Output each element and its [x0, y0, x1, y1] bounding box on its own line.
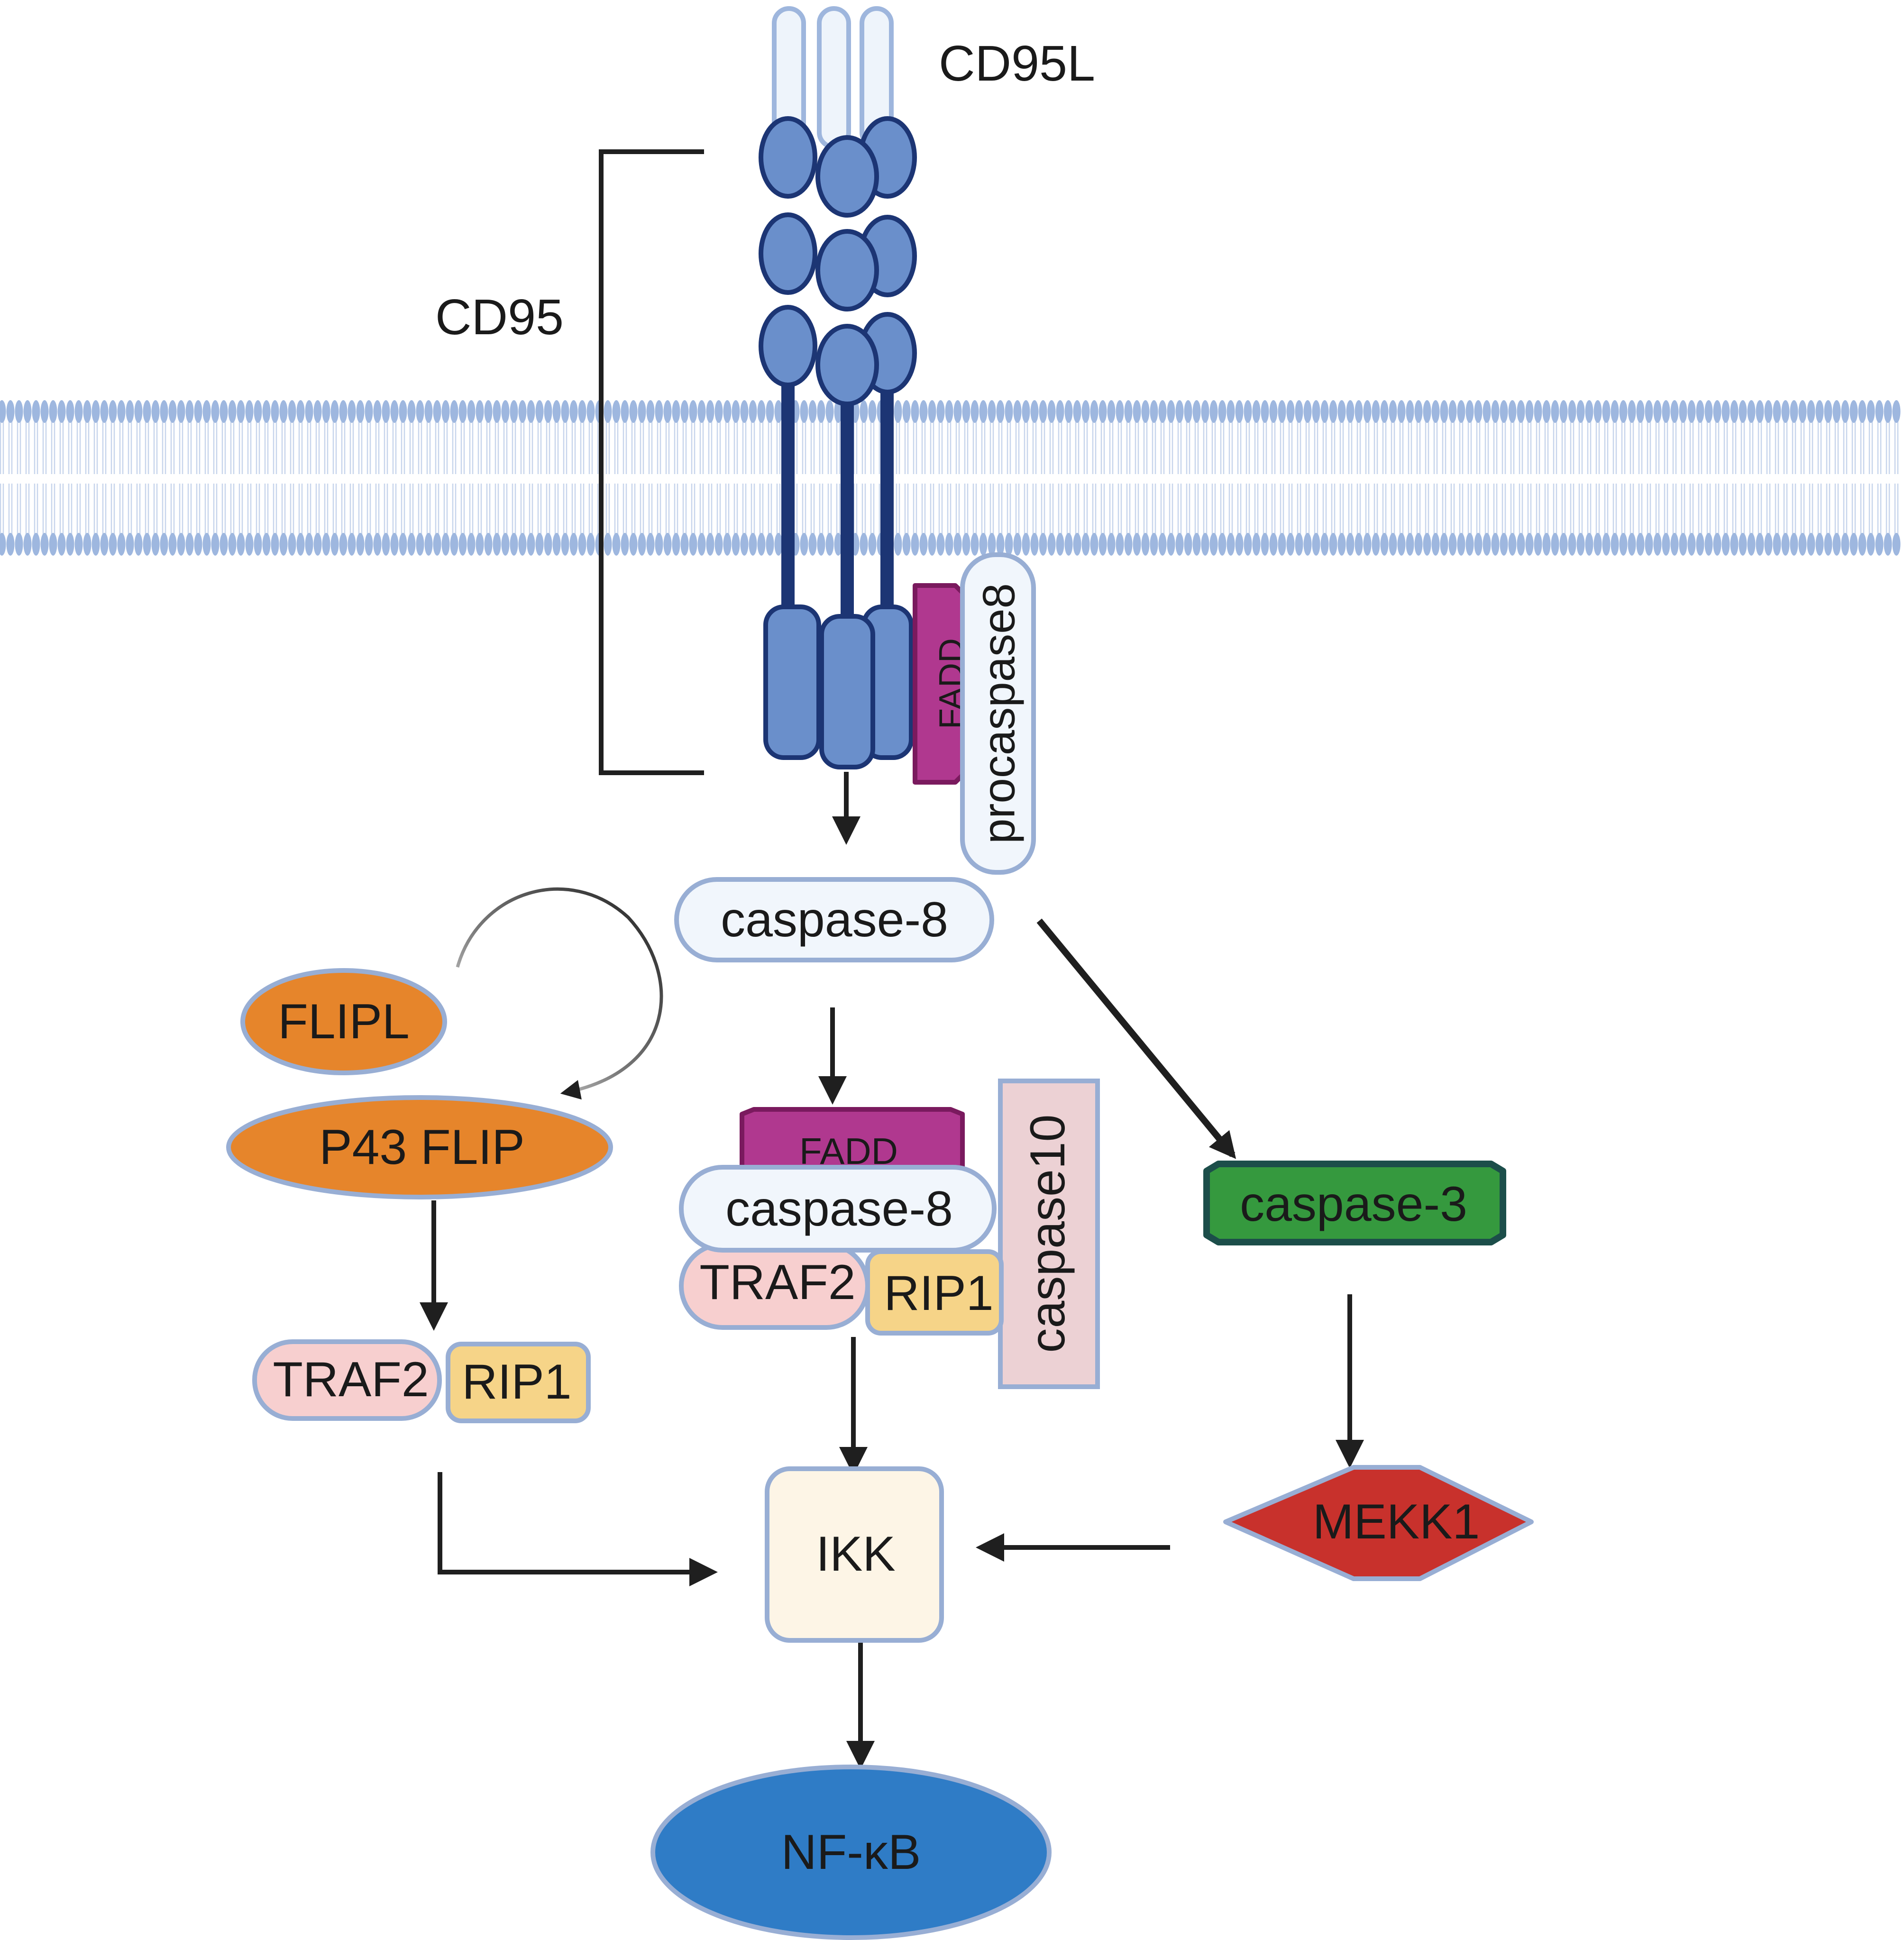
traf2-left-label: TRAF2: [273, 1352, 429, 1407]
rip1-complex: RIP1: [865, 1249, 1004, 1336]
cd95-receptor: CD95L FADD: [759, 6, 1095, 875]
caspase8-node: caspase-8: [674, 877, 994, 962]
caspase10-node: caspase10: [998, 1079, 1100, 1389]
svg-text:FLIPL: FLIPL: [278, 994, 409, 1049]
p43flip-node: P43 FLIP: [226, 1095, 613, 1199]
caspase8-complex: caspase-8: [679, 1165, 997, 1253]
svg-text:caspase-8: caspase-8: [725, 1181, 953, 1236]
traf2-rip1-left: TRAF2 RIP1: [252, 1339, 591, 1423]
svg-text:TRAF2: TRAF2: [699, 1255, 855, 1310]
caspase3-node: caspase-3: [1203, 1161, 1506, 1245]
svg-text:RIP1: RIP1: [884, 1266, 993, 1321]
arrow-flipl-cleavage-curve: [456, 887, 663, 1100]
extracellular-domains: [759, 116, 917, 406]
svg-text:NF-κB: NF-κB: [781, 1825, 921, 1880]
cd95l-label: CD95L: [939, 36, 1095, 92]
death-domains: [763, 604, 914, 769]
svg-text:IKK: IKK: [816, 1527, 896, 1582]
svg-text:caspase10: caspase10: [1020, 1114, 1075, 1353]
nfkb-node: NF-κB: [650, 1765, 1052, 1940]
cd95-label: CD95: [435, 289, 564, 345]
cell-membrane: [0, 400, 1901, 556]
ikk-node: IKK: [765, 1466, 944, 1643]
cd95l-ligand: [772, 6, 894, 149]
traf2-complex: TRAF2: [679, 1242, 870, 1330]
fadd-caspase8-complex: caspase10 FADD RIP1 TRAF2 caspase-8: [679, 1079, 1100, 1389]
arrow-caspase8-to-caspase3: [1036, 918, 1236, 1159]
svg-text:caspase-3: caspase-3: [1240, 1177, 1467, 1232]
flipl-node: FLIPL: [240, 968, 447, 1075]
procaspase8: procaspase8: [960, 552, 1036, 875]
cd95-bracket: [599, 149, 704, 775]
rip1-left-label: RIP1: [462, 1354, 571, 1409]
svg-text:P43 FLIP: P43 FLIP: [319, 1120, 525, 1175]
svg-text:procaspase8: procaspase8: [974, 583, 1025, 844]
svg-text:MEKK1: MEKK1: [1313, 1494, 1480, 1549]
fadd-complex: FADD: [740, 1107, 965, 1173]
svg-text:caspase-8: caspase-8: [721, 892, 948, 947]
arrow-traf2rip1-to-ikk: [438, 1472, 718, 1586]
mekk1-node: MEKK1: [1223, 1465, 1534, 1581]
pathway-arrows: [420, 772, 1364, 1769]
transmembrane-stalks: [781, 379, 894, 616]
